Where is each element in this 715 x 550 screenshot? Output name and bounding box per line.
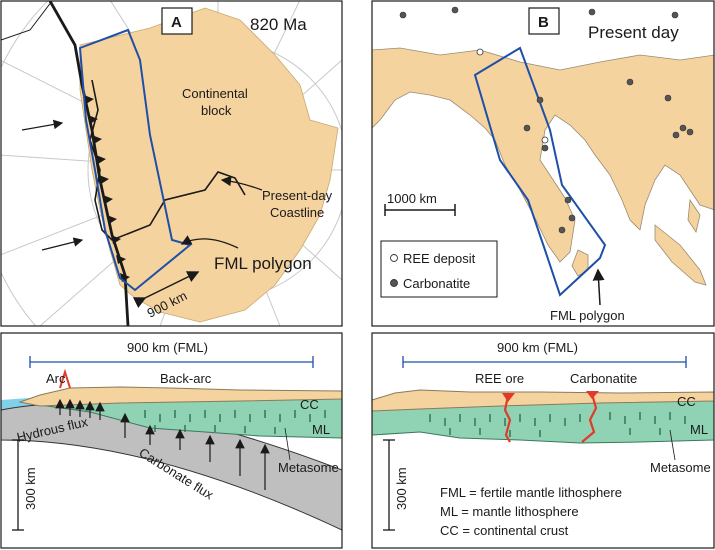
metasome-label: Metasome xyxy=(650,460,711,475)
ree-deposit-points xyxy=(476,48,549,144)
coastline-label: Present-day xyxy=(262,188,333,203)
fml-label: FML polygon xyxy=(550,308,625,323)
ml-label: ML xyxy=(690,422,708,437)
panel-a: 900 km Continental block Present-day Coa… xyxy=(1,1,342,326)
backarc-label: Back-arc xyxy=(160,371,212,386)
continental-crust xyxy=(18,386,342,407)
coastline-arrow xyxy=(220,175,263,191)
asia-landmass xyxy=(372,47,714,263)
panel-c: 900 km (FML) xyxy=(1,333,342,548)
legend-carbonatite-label: Carbonatite xyxy=(403,276,470,291)
panel-b: 1000 km REE deposit Carbonatite FML poly… xyxy=(372,1,714,326)
cc-label: CC xyxy=(300,397,319,412)
metasome-leader xyxy=(284,427,291,461)
carbonate-flux-arrows xyxy=(120,412,270,490)
age-label: 820 Ma xyxy=(250,15,307,34)
legend-ree-label: REE deposit xyxy=(403,251,476,266)
panel-letter-box xyxy=(161,7,193,35)
arc-volcano xyxy=(59,368,71,389)
depth-label: 300 km xyxy=(394,467,409,510)
age-label: Present day xyxy=(588,23,679,42)
carbonatite-label: Carbonatite xyxy=(570,371,637,386)
scale-bar-900km xyxy=(132,271,200,309)
carbonatite-legend-marker xyxy=(390,279,398,287)
panel-letter: B xyxy=(538,14,549,31)
fml-width-label: 900 km (FML) xyxy=(127,340,208,355)
fml-polygon xyxy=(78,28,193,292)
ml-label: ML xyxy=(312,422,330,437)
subduction-teeth xyxy=(84,95,130,282)
coastline-label: Coastline xyxy=(270,205,324,220)
panel-d: 900 km (FML) 300 km RE xyxy=(372,333,714,548)
block-label: block xyxy=(201,103,232,118)
ree-ore-label: REE ore xyxy=(475,371,524,386)
panel-letter: A xyxy=(171,14,182,31)
metasome-dashes xyxy=(144,410,326,434)
plate-motion-arrow xyxy=(41,237,84,251)
hydrous-flux-arrows xyxy=(55,398,105,420)
arc-label: Arc xyxy=(46,371,66,386)
ree-legend-marker xyxy=(390,254,398,262)
fml-arrow xyxy=(592,268,605,306)
depth-label: 300 km xyxy=(23,467,38,510)
plate-motion-arrow xyxy=(21,119,64,131)
definition-ml: ML = mantle lithosphere xyxy=(440,504,579,519)
fml-width-label: 900 km (FML) xyxy=(497,340,578,355)
ree-ore-intrusion xyxy=(503,395,512,443)
fml-label: FML polygon xyxy=(214,254,312,273)
definition-fml: FML = fertile mantle lithosphere xyxy=(440,485,622,500)
metasome-dashes xyxy=(429,412,686,437)
sumatra xyxy=(654,224,707,286)
fml-arrow xyxy=(180,235,239,249)
scale-label: 1000 km xyxy=(387,191,437,206)
metasome-label: Metasome xyxy=(278,460,339,475)
metasome-leader xyxy=(669,429,676,461)
block-label: Continental xyxy=(182,86,248,101)
legend: REE deposit Carbonatite xyxy=(380,240,498,298)
continental-crust xyxy=(372,389,714,412)
cc-label: CC xyxy=(677,394,696,409)
panel-letter-box xyxy=(528,7,560,35)
seasia-islands xyxy=(687,198,701,233)
carbonatite-intrusion xyxy=(581,393,598,443)
definition-cc: CC = continental crust xyxy=(440,523,569,538)
